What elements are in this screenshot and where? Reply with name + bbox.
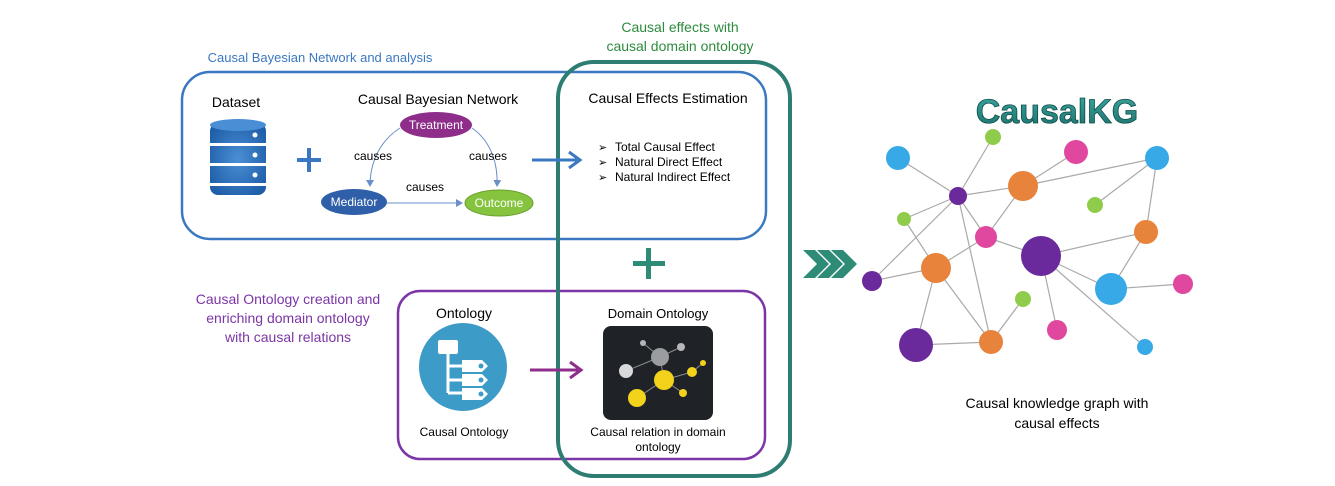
kg-node [985,129,1001,145]
domain-ontology-label: Domain Ontology [608,306,709,321]
causalkg-title: CausalKG [976,93,1139,131]
arrow-right-icon [532,150,583,170]
plus-icon [633,248,665,279]
effects-item-direct: Natural Direct Effect [615,155,723,169]
kg-node [949,187,967,205]
causal-effects-box [556,60,792,478]
cbn-section-title: Causal Bayesian Network and analysis [208,50,433,65]
domain-ontology-image [603,326,713,420]
plus-icon [297,148,321,172]
ontology-section-title-line2: enriching domain ontology [206,310,369,326]
node-outcome: Outcome [464,189,534,217]
kg-node [1173,274,1193,294]
ontology-box [396,289,767,461]
node-mediator-label: Mediator [331,195,378,209]
effects-section-title-line1: Causal effects with [621,19,738,35]
kg-node [1137,339,1153,355]
effects-section-title-line2: causal domain ontology [606,38,753,54]
kg-node [899,328,933,362]
kg-node [1008,171,1038,201]
chevrons-right-icon [803,250,857,278]
ontology-label: Ontology [436,305,492,321]
kg-node [1047,320,1067,340]
kg-nodes [862,129,1193,362]
kg-node [886,146,910,170]
ontology-icon [419,323,507,411]
kg-node [1087,197,1103,213]
node-treatment: Treatment [400,112,472,138]
effects-title: Causal Effects Estimation [588,90,747,106]
node-mediator: Mediator [321,189,387,215]
node-outcome-label: Outcome [475,196,524,210]
ontology-caption: Causal Ontology [420,425,509,439]
effects-item-indirect: Natural Indirect Effect [615,170,731,184]
edge-label-treatment-outcome: causes [469,149,507,163]
domain-caption-line2: ontology [635,440,680,454]
effects-bullet-icon: ➢ [598,172,607,184]
kg-node [1145,146,1169,170]
ontology-section-title-line3: with causal relations [224,329,351,345]
ontology-section-title-line1: Causal Ontology creation and [196,291,380,307]
kg-node [897,212,911,226]
node-treatment-label: Treatment [409,118,464,132]
domain-caption-line1: Causal relation in domain [590,425,725,439]
kg-node [1095,273,1127,305]
kg-node [921,253,951,283]
effects-bullet-icon: ➢ [598,142,607,154]
kg-node [1064,140,1088,164]
cbn-box [180,70,768,241]
database-icon [210,119,266,195]
kg-node [1021,236,1061,276]
network-label: Causal Bayesian Network [358,91,519,107]
edge-label-treatment-mediator: causes [354,149,392,163]
kg-node [979,330,1003,354]
kg-node [1134,220,1158,244]
kg-node [975,226,997,248]
network-edges [366,127,502,207]
dataset-label: Dataset [212,94,260,110]
kg-node [862,271,882,291]
edge-label-mediator-outcome: causes [406,180,444,194]
arrow-right-icon [530,360,584,380]
effects-list: ➢ Total Causal Effect ➢ Natural Direct E… [598,140,731,184]
effects-bullet-icon: ➢ [598,157,607,169]
effects-item-total: Total Causal Effect [615,140,715,154]
kg-caption-line1: Causal knowledge graph with [966,395,1149,411]
kg-node [1015,291,1031,307]
kg-caption-line2: causal effects [1014,415,1099,431]
